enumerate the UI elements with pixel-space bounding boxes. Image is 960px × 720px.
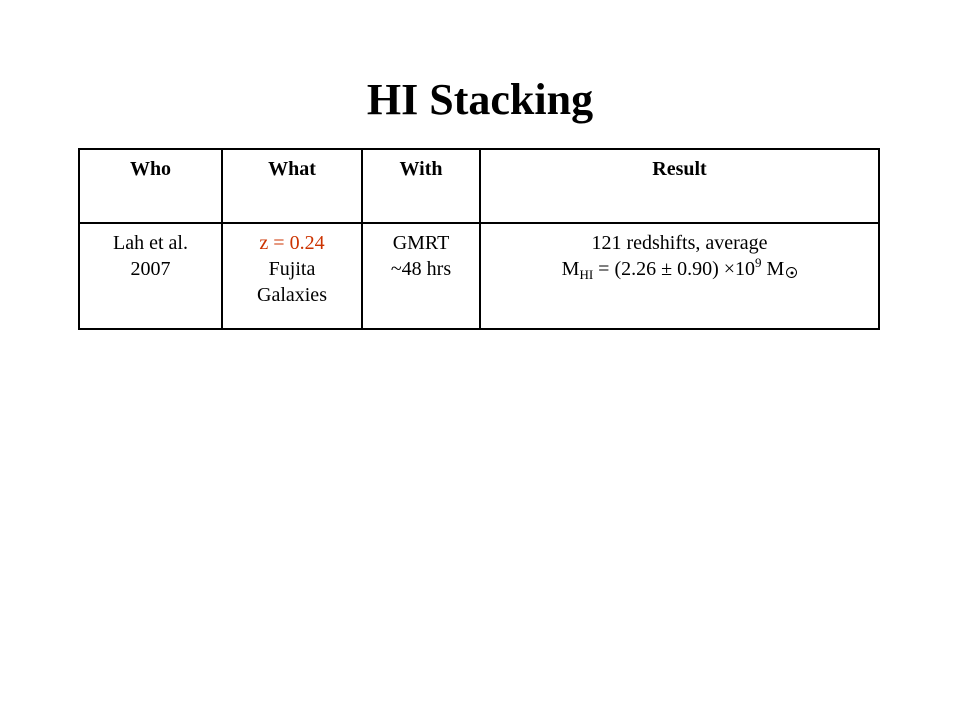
header-result: Result (479, 148, 880, 224)
what-line: Fujita (268, 258, 316, 280)
who-line: 2007 (130, 258, 171, 280)
header-with: With (361, 148, 481, 224)
mass-exponent: 9 (755, 255, 762, 270)
hi-stacking-table: Who What With Result Lah et al. 2007 z =… (78, 148, 880, 330)
redshift-value: z = 0.24 (259, 232, 325, 254)
with-line: ~48 hrs (390, 258, 452, 280)
cell-with: GMRT ~48 hrs (361, 222, 481, 330)
cell-what: z = 0.24 Fujita Galaxies (221, 222, 363, 330)
mass-subscript: HI (579, 267, 594, 282)
with-line: GMRT (392, 232, 450, 254)
cell-result: 121 redshifts, average MHI = (2.26 ± 0.9… (479, 222, 880, 330)
table-header-row: Who What With Result (78, 148, 880, 224)
what-line: Galaxies (257, 284, 327, 306)
who-line: Lah et al. (113, 232, 188, 254)
mass-symbol: M (561, 258, 580, 280)
result-line-1: 121 redshifts, average (591, 232, 768, 254)
header-who: Who (78, 148, 223, 224)
page-title: HI Stacking (366, 75, 594, 124)
result-line-2: MHI = (2.26 ± 0.90) ×109 M (485, 256, 874, 282)
mass-value: = (2.26 ± 0.90) ×10 (593, 258, 756, 280)
solar-mass-unit: M (761, 258, 785, 280)
header-what: What (221, 148, 363, 224)
table-row: Lah et al. 2007 z = 0.24 Fujita Galaxies… (78, 222, 880, 330)
sun-symbol-icon (786, 267, 798, 278)
cell-who: Lah et al. 2007 (78, 222, 223, 330)
